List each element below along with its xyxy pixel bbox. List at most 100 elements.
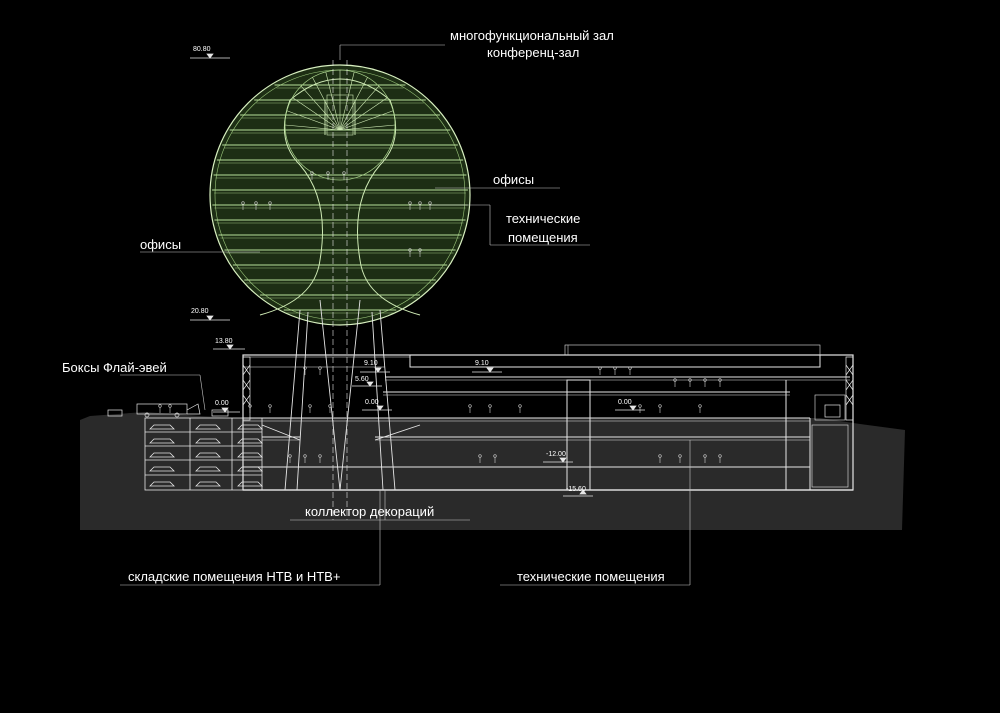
elevation-5: 5.60 xyxy=(355,376,369,383)
tower-legs xyxy=(261,60,421,520)
human-figure xyxy=(468,404,472,413)
parked-car xyxy=(237,466,263,472)
ground-vehicles xyxy=(107,403,841,418)
human-figure xyxy=(318,454,322,463)
label-offices-left: офисы xyxy=(140,237,182,252)
dome-rib xyxy=(312,77,341,131)
human-figure xyxy=(303,454,307,463)
parked-car xyxy=(195,481,221,487)
label-technical-bottom: технические помещения xyxy=(517,569,665,584)
label-offices-right: офисы xyxy=(493,172,535,187)
left-truss xyxy=(242,356,251,421)
human-figure xyxy=(493,454,497,463)
human-figure xyxy=(168,404,172,413)
dome-rib xyxy=(339,110,394,131)
parked-car xyxy=(149,424,175,430)
parked-car xyxy=(237,452,263,458)
human-figure xyxy=(628,366,632,375)
parked-car xyxy=(195,424,221,430)
elevation-9-a: 9.10 xyxy=(364,360,378,367)
parked-car xyxy=(195,438,221,444)
human-figure xyxy=(268,201,272,210)
elevation-20: 20.80 xyxy=(191,308,209,315)
sphere-tower xyxy=(209,64,471,326)
human-figure xyxy=(478,454,482,463)
human-figure xyxy=(703,454,707,463)
parked-car xyxy=(237,424,263,430)
human-figure xyxy=(254,201,258,210)
human-figure xyxy=(598,366,602,375)
dome-rib xyxy=(300,85,341,131)
elevation-minus-12: -12.00 xyxy=(546,451,566,458)
human-figure xyxy=(248,404,252,413)
dome-rib xyxy=(339,85,380,131)
elevation-minus-15: -15.60 xyxy=(566,486,586,493)
human-figure xyxy=(326,171,330,180)
human-figure xyxy=(318,366,322,375)
human-figure xyxy=(408,248,412,257)
human-figure xyxy=(673,378,677,387)
human-figure xyxy=(703,378,707,387)
elevation-13: 13.80 xyxy=(215,338,233,345)
dome-rib xyxy=(286,110,341,131)
elevation-0-left: 0.00 xyxy=(215,400,229,407)
dome-rib xyxy=(339,77,368,131)
label-storage: складские помещения НТВ и НТВ+ xyxy=(128,569,341,584)
parked-car xyxy=(149,466,175,472)
human-figure xyxy=(488,404,492,413)
parked-car xyxy=(149,481,175,487)
human-figure xyxy=(638,404,642,413)
elevation-markers xyxy=(190,53,645,497)
parked-car xyxy=(149,452,175,458)
parked-car xyxy=(237,438,263,444)
human-figure xyxy=(303,366,307,375)
human-figure xyxy=(428,201,432,210)
label-boxes: Боксы Флай-эвей xyxy=(62,360,167,375)
human-figure xyxy=(342,171,346,180)
elevation-9-b: 9.10 xyxy=(475,360,489,367)
human-figure xyxy=(241,201,245,210)
human-figure xyxy=(688,378,692,387)
human-figure xyxy=(718,454,722,463)
dome-rib xyxy=(339,97,388,131)
parked-car xyxy=(195,452,221,458)
human-figure xyxy=(518,404,522,413)
parking-cars xyxy=(149,424,263,487)
human-figure xyxy=(658,454,662,463)
parked-car xyxy=(149,438,175,444)
human-figure xyxy=(328,404,332,413)
human-figure xyxy=(268,404,272,413)
elevation-top: 80.80 xyxy=(193,46,211,53)
human-figure xyxy=(418,248,422,257)
human-figure xyxy=(718,378,722,387)
human-figure xyxy=(678,454,682,463)
dome-rib xyxy=(339,124,396,131)
human-figure xyxy=(698,404,702,413)
label-conference: конференц-зал xyxy=(487,45,580,60)
parking-block xyxy=(144,417,263,491)
label-technical-right-2: помещения xyxy=(508,230,578,245)
parked-car xyxy=(195,466,221,472)
label-hall: многофункциональный зал xyxy=(450,28,614,43)
human-figure xyxy=(408,201,412,210)
right-truss xyxy=(845,356,854,421)
human-figure xyxy=(310,171,314,180)
label-collector: коллектор декораций xyxy=(305,504,435,519)
parked-car xyxy=(237,481,263,487)
human-figure xyxy=(158,404,162,413)
leader-lines xyxy=(120,44,691,586)
label-technical-right-1: технические xyxy=(506,211,581,226)
elevation-0-right: 0.00 xyxy=(618,399,632,406)
ground-mass xyxy=(80,412,905,530)
atrium-outline xyxy=(259,78,421,316)
dome-rib xyxy=(292,97,341,131)
human-figure xyxy=(418,201,422,210)
people-figures xyxy=(158,171,722,463)
elevation-0-mid: 0.00 xyxy=(365,399,379,406)
human-figure xyxy=(308,404,312,413)
dome-rib xyxy=(284,124,341,131)
human-figure xyxy=(658,404,662,413)
human-figure xyxy=(613,366,617,375)
